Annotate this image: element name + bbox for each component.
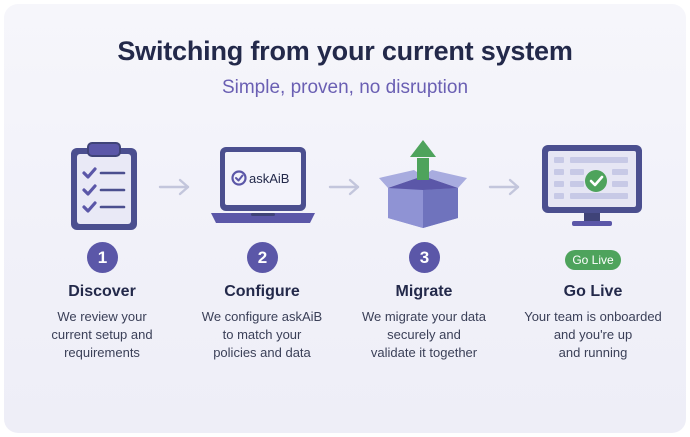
description-line: current setup and bbox=[51, 327, 153, 342]
step-number: 1 bbox=[87, 242, 118, 273]
monitor-check-icon bbox=[542, 145, 642, 226]
page-title: Switching from your current system bbox=[117, 36, 573, 66]
clipboard-checklist-icon bbox=[71, 142, 137, 230]
description-line: We review your bbox=[57, 309, 147, 324]
description-line: securely and bbox=[387, 327, 461, 342]
step-number: 3 bbox=[409, 242, 440, 273]
step-description: We migrate your data securely and valida… bbox=[339, 308, 509, 362]
step-title: Discover bbox=[68, 283, 136, 300]
description-line: We configure askAiB bbox=[201, 309, 323, 324]
step-title: Go Live bbox=[563, 283, 623, 300]
step-description: Your team is onboarded and you're up and… bbox=[508, 308, 678, 362]
laptop-icon: askAiB bbox=[211, 147, 315, 223]
description-line: policies and data bbox=[213, 345, 311, 360]
description-line: validate it together bbox=[370, 345, 478, 360]
description-line: Your team is onboarded bbox=[524, 309, 662, 324]
arrow-right-icon bbox=[488, 178, 520, 196]
box-upload-icon bbox=[379, 140, 467, 228]
step-title: Migrate bbox=[395, 283, 453, 300]
arrow-right-icon bbox=[328, 178, 360, 196]
description-line: to match your bbox=[222, 327, 302, 342]
description-line: requirements bbox=[64, 345, 140, 360]
step-description: We review your current setup and require… bbox=[17, 308, 187, 362]
description-line: and you're up bbox=[553, 327, 633, 342]
page-subtitle: Simple, proven, no disruption bbox=[221, 77, 469, 98]
description-line: We migrate your data bbox=[361, 309, 487, 324]
step-number: 2 bbox=[247, 242, 278, 273]
step-title: Configure bbox=[224, 283, 300, 300]
arrow-right-icon bbox=[158, 178, 190, 196]
go-live-badge: Go Live bbox=[565, 250, 621, 270]
laptop-screen-label: askAiB bbox=[249, 171, 289, 186]
step-description: We configure askAiB to match your polici… bbox=[177, 308, 347, 362]
description-line: and running bbox=[558, 345, 628, 360]
